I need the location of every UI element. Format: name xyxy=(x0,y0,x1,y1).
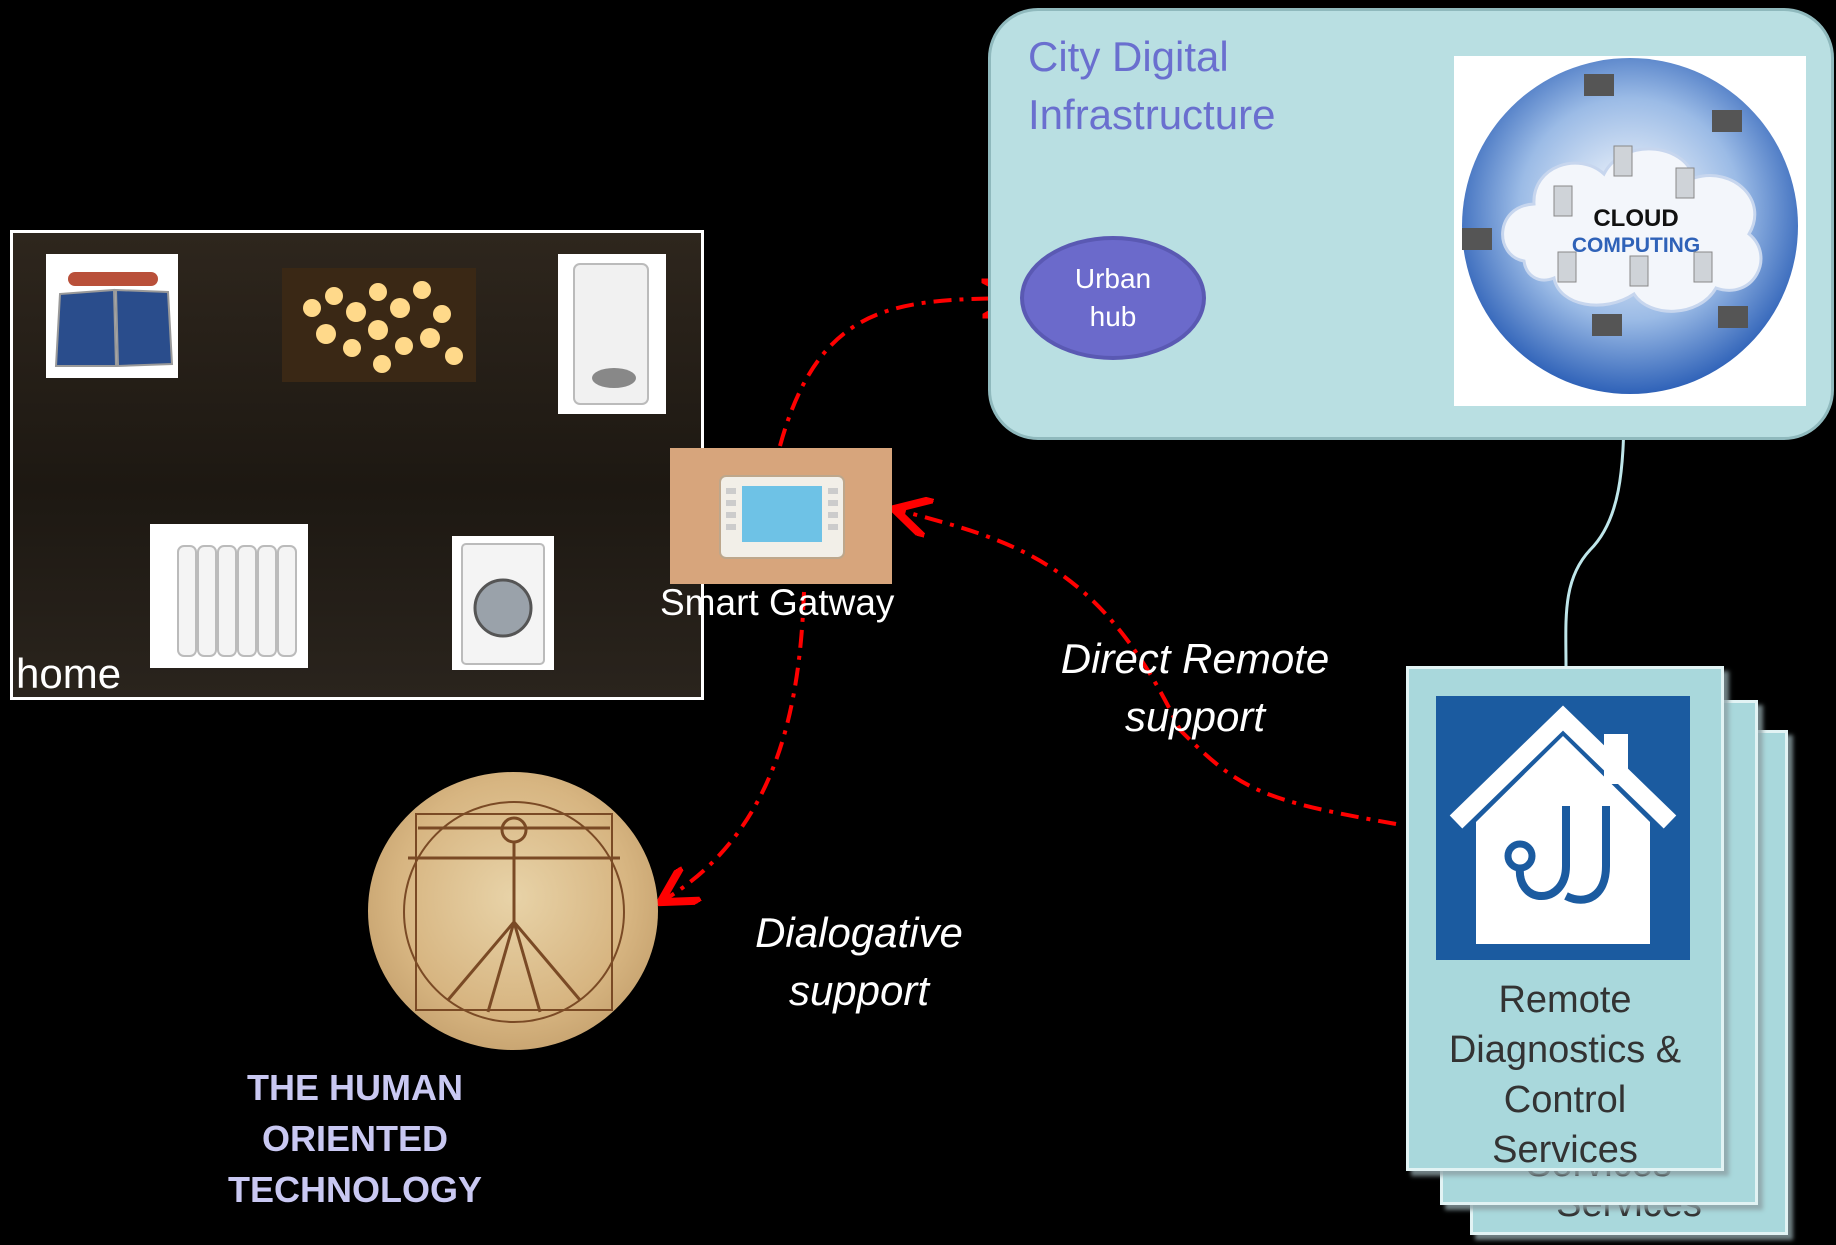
smart-gateway-label: Smart Gatway xyxy=(660,582,895,623)
urban-hub-node: Urban hub xyxy=(1020,236,1206,360)
city-panel-title: City Digital Infrastructure xyxy=(1028,33,1276,138)
cloud-logo-line1: CLOUD xyxy=(1593,205,1678,232)
boiler-icon xyxy=(573,263,649,405)
human-oriented-technology-title: THE HUMAN ORIENTED TECHNOLOGY xyxy=(227,1067,482,1210)
wall-boiler-image xyxy=(558,254,666,414)
cloud-computing-image: CLOUD COMPUTING xyxy=(1454,56,1806,406)
cloud-icon: CLOUD COMPUTING xyxy=(1462,58,1798,394)
smart-gateway-image xyxy=(670,448,892,584)
washing-machine-image xyxy=(452,536,554,670)
radiator-image xyxy=(150,524,308,668)
remote-diagnostics-label: Remote Diagnostics & Control Services xyxy=(1448,979,1682,1171)
washing-machine-icon xyxy=(461,543,545,665)
direct-remote-support-label: Direct Remote support xyxy=(1060,635,1330,740)
server-icons xyxy=(1553,145,1713,287)
computer-icons xyxy=(1462,74,1748,336)
home-diagnostics-icon-tile xyxy=(1436,696,1690,960)
solar-water-heater-image xyxy=(46,254,178,378)
dialogative-support-label: Dialogative support xyxy=(755,909,963,1014)
services-to-gateway-arrow xyxy=(898,510,1397,826)
cloud-services-connector xyxy=(1564,403,1626,667)
string-lights-image xyxy=(282,268,476,382)
lights-icon xyxy=(303,281,463,373)
gateway-to-human-arrow xyxy=(664,591,806,900)
cloud-logo-line2: COMPUTING xyxy=(1572,234,1700,257)
home-label: home xyxy=(16,650,122,697)
vitruvian-man-image xyxy=(368,772,658,1050)
vitruvian-man-icon xyxy=(403,801,625,1023)
radiator-icon xyxy=(177,545,297,657)
gateway-panel-icon xyxy=(719,475,845,559)
gateway-to-hub-arrow xyxy=(778,298,1014,447)
solar-panel-icon xyxy=(54,272,174,368)
house-stethoscope-icon xyxy=(1449,705,1677,944)
